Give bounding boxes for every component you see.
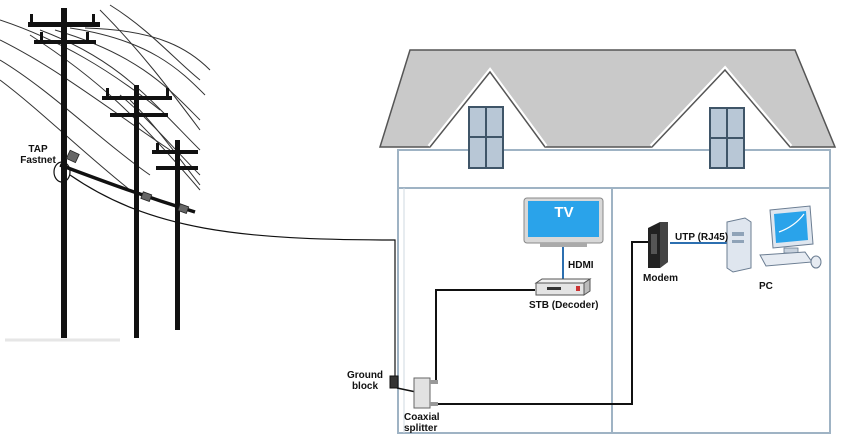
utility-pole-icon [102, 85, 172, 338]
hdmi-label: HDMI [568, 260, 594, 271]
stb-label: STB (Decoder) [529, 300, 599, 311]
tap-label: TAP Fastnet [18, 144, 58, 166]
utility-pole-icon [152, 140, 198, 330]
coax-to-stb [435, 289, 535, 380]
coaxial-splitter-label-line-1: Coaxial [404, 412, 440, 423]
window [709, 107, 745, 169]
set-top-box-icon [534, 278, 592, 296]
coaxial-splitter-icon [413, 377, 438, 409]
ground-block-label-line-2: block [351, 381, 379, 392]
modem-label: Modem [643, 273, 678, 284]
roof [378, 49, 837, 148]
utp-label: UTP (RJ45) [675, 232, 729, 243]
ground-block-label-line-1: Ground [346, 370, 384, 381]
coax-to-modem [428, 241, 648, 405]
modem-icon [648, 222, 668, 268]
drop-cable [69, 174, 396, 380]
tv-label: TV [554, 204, 574, 221]
pc-icon [726, 205, 822, 273]
pc-label: PC [759, 281, 773, 292]
tap-label-line-1: TAP [28, 144, 48, 155]
tap-label-line-2: Fastnet [20, 155, 56, 166]
coaxial-splitter-label-line-2: splitter [404, 423, 438, 434]
utility-poles [0, 4, 211, 342]
house-icon [378, 49, 837, 434]
tv-icon [523, 197, 604, 247]
ground-block-icon [389, 375, 399, 389]
utility-pole-icon [28, 8, 100, 338]
window [468, 106, 504, 169]
coaxial-splitter-label: Coaxial splitter [404, 412, 440, 434]
ground-block-label: Ground block [343, 370, 387, 392]
